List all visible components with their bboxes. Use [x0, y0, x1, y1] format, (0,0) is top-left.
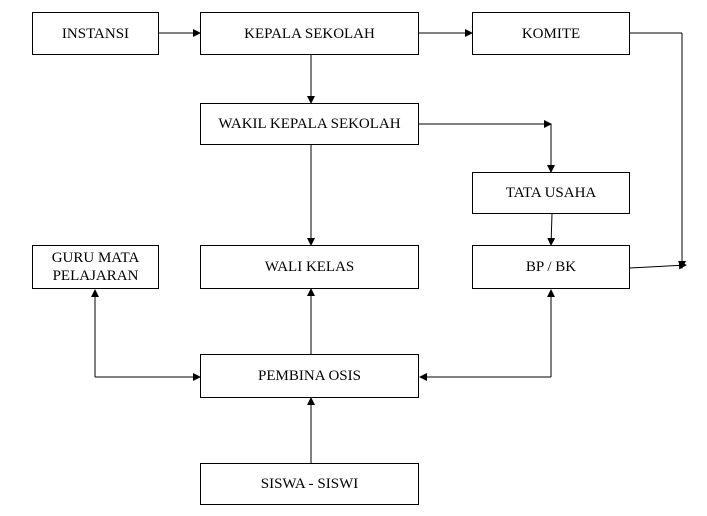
node-bp-bk: BP / BK — [472, 245, 630, 289]
node-guru-mata-pelajaran: GURU MATA PELAJARAN — [32, 245, 159, 289]
node-instansi: INSTANSI — [32, 12, 159, 55]
node-tata-usaha: TATA USAHA — [472, 172, 630, 214]
node-wali-kelas: WALI KELAS — [200, 245, 419, 289]
node-komite: KOMITE — [472, 12, 630, 55]
node-wakil-kepala-sekolah: WAKIL KEPALA SEKOLAH — [200, 103, 419, 145]
node-pembina-osis: PEMBINA OSIS — [200, 354, 419, 398]
connector-bp-bk-right — [629, 261, 687, 270]
connector-tata-usaha-to-bp-bk — [547, 213, 556, 246]
node-siswa-siswi: SISWA - SISWI — [200, 463, 419, 505]
node-kepala-sekolah: KEPALA SEKOLAH — [200, 12, 419, 55]
